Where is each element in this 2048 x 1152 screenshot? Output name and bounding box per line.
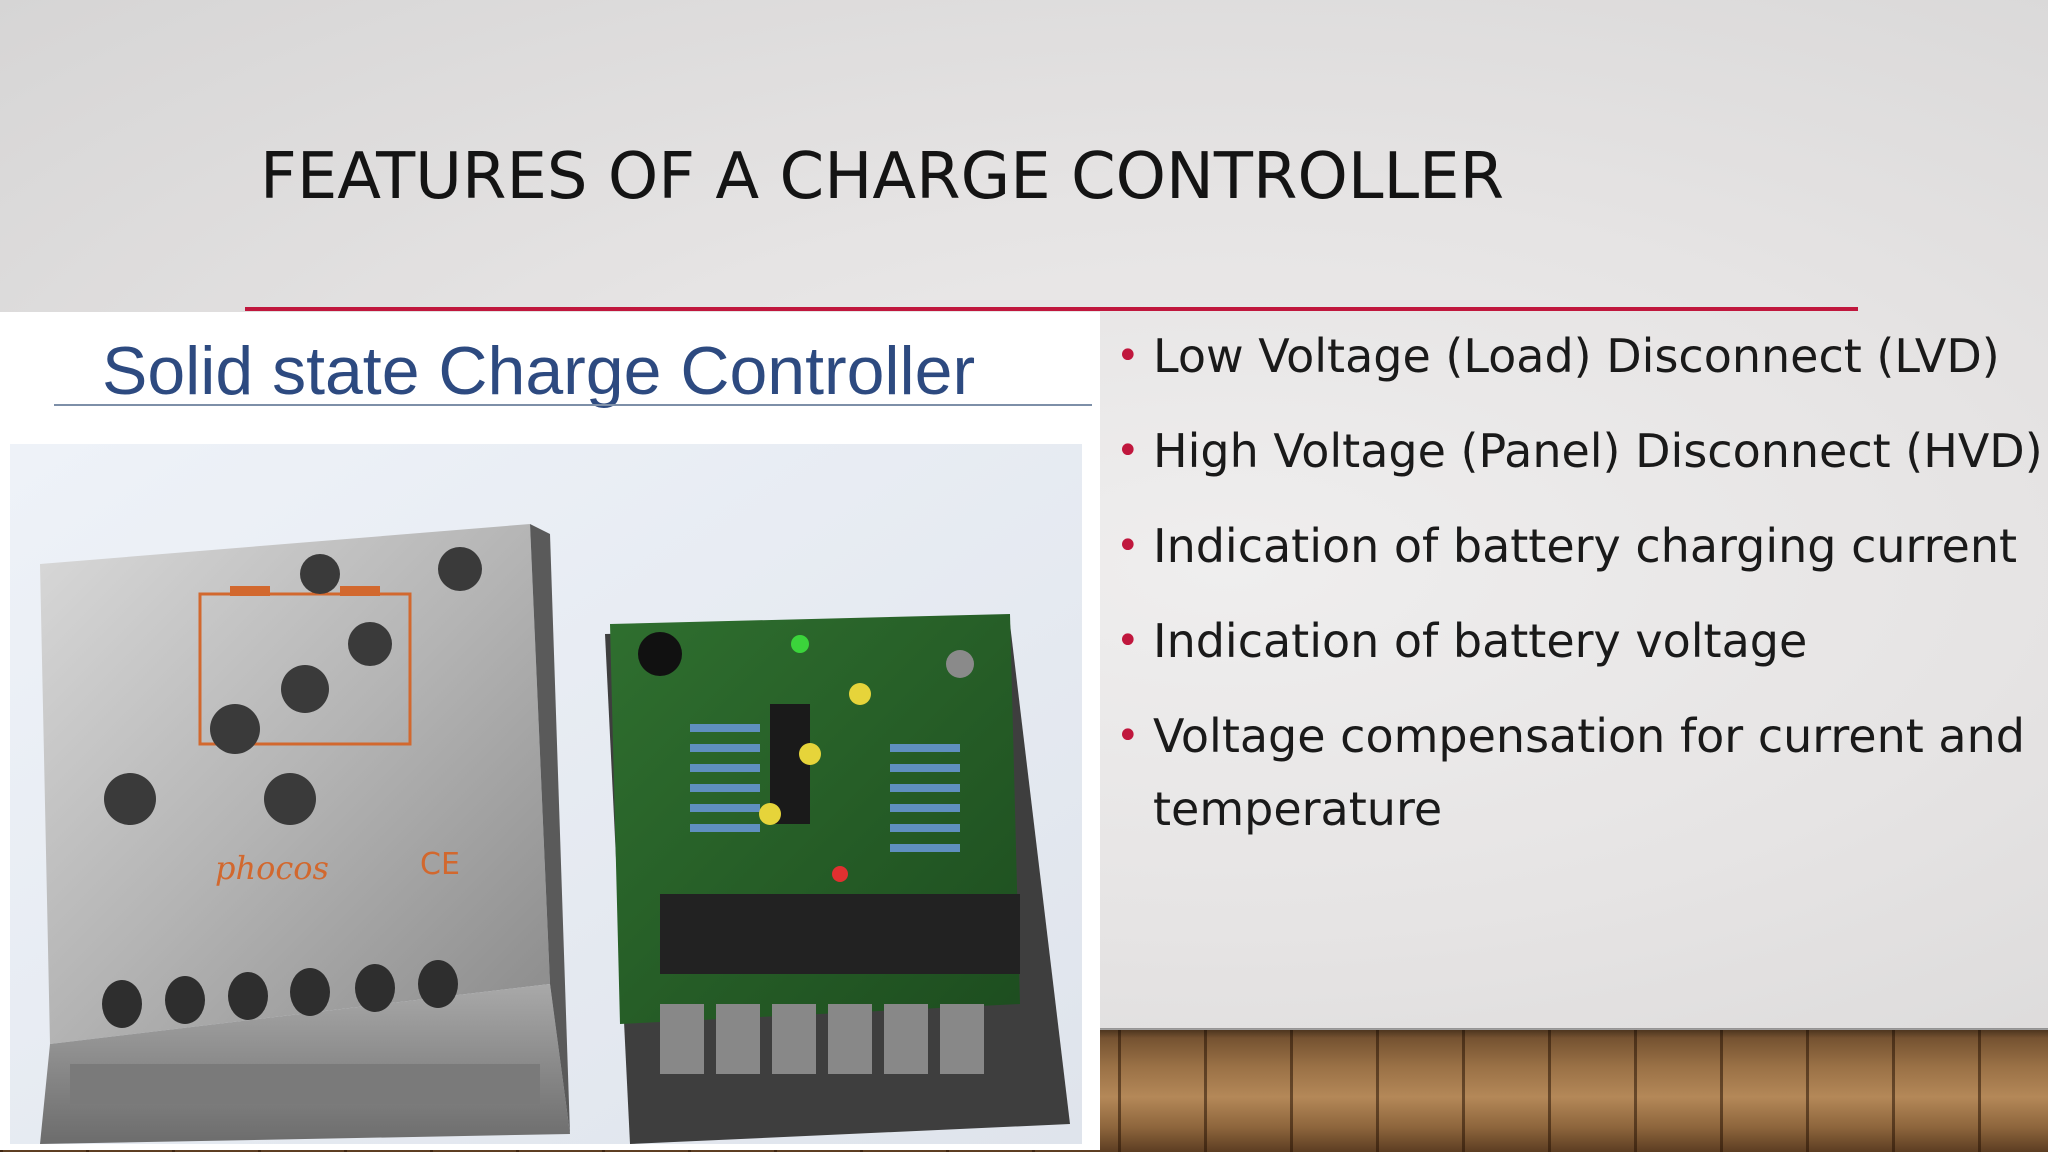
- bullet-dot: •: [1116, 523, 1140, 569]
- bullet-dot: •: [1116, 428, 1140, 474]
- list-item: • Voltage compensation for current and t…: [1113, 700, 2043, 846]
- charge-controller-photo: Solid state Charge Controller: [0, 312, 1100, 1150]
- device-ce-mark: CE: [420, 847, 460, 882]
- bullet-dot: •: [1116, 333, 1140, 379]
- list-item: • Low Voltage (Load) Disconnect (LVD): [1113, 320, 2043, 393]
- controller-illustration: phocos CE: [10, 444, 1082, 1144]
- list-item: • High Voltage (Panel) Disconnect (HVD): [1113, 415, 2043, 488]
- bullet-dot: •: [1116, 713, 1140, 759]
- pcb-controller: [605, 614, 1070, 1144]
- device-brand-label: phocos: [215, 849, 329, 887]
- list-item-text: Low Voltage (Load) Disconnect (LVD): [1153, 329, 2000, 383]
- list-item: • Indication of battery charging current: [1113, 510, 2043, 583]
- list-item-text: Voltage compensation for current and tem…: [1153, 709, 2025, 836]
- photo-heading-underline: [54, 404, 1092, 406]
- slide-title: FEATURES OF A CHARGE CONTROLLER: [260, 140, 1505, 214]
- list-item: • Indication of battery voltage: [1113, 605, 2043, 678]
- title-divider: [245, 307, 1858, 311]
- photo-illustration: phocos CE: [10, 444, 1082, 1144]
- list-item-text: High Voltage (Panel) Disconnect (HVD): [1153, 424, 2043, 478]
- photo-heading: Solid state Charge Controller: [102, 333, 976, 409]
- metal-controller: phocos CE: [40, 524, 570, 1144]
- bullet-dot: •: [1116, 618, 1140, 664]
- list-item-text: Indication of battery charging current: [1153, 519, 2018, 573]
- list-item-text: Indication of battery voltage: [1153, 614, 1808, 668]
- feature-list: • Low Voltage (Load) Disconnect (LVD) • …: [1113, 320, 2043, 868]
